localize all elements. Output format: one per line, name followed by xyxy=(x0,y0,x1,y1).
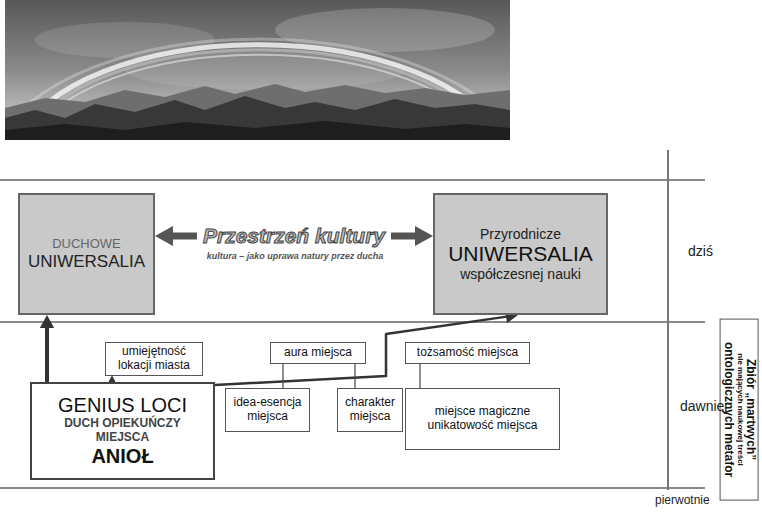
connector-arrow xyxy=(40,315,54,382)
node-text: DUCH OPIEKUŃCZY MIEJSCA xyxy=(58,417,188,445)
subtitle: kultura – jako uprawa natury przez ducha xyxy=(185,251,405,261)
level-label: pierwotnie xyxy=(655,494,710,508)
node-text: ANIOŁ xyxy=(91,445,153,468)
rainbow-photo xyxy=(5,0,510,140)
node-text: nie mających naukowej treści xyxy=(735,353,744,466)
concept-box: idea-esencja miejsca xyxy=(225,388,310,432)
connector-arrow xyxy=(355,364,356,388)
concept-box: charakter miejsca xyxy=(337,388,403,432)
category-box: DUCHOWEUNIWERSALIA xyxy=(18,193,155,315)
connector-arrow xyxy=(215,310,518,385)
genius-loci-box: GENIUS LOCIDUCH OPIEKUŃCZY MIEJSCAANIOŁ xyxy=(30,382,215,480)
category-box: PrzyrodniczeUNIWERSALIAwspółczesnej nauk… xyxy=(433,193,608,315)
node-text: Zbiór „martwych” xyxy=(743,358,756,459)
concept-box: tożsamość miejsca xyxy=(405,342,530,364)
concept-box: miejsce magiczneunikatowość miejsca xyxy=(405,388,560,450)
connector-arrow xyxy=(283,364,284,388)
node-text: GENIUS LOCI xyxy=(58,394,187,417)
concept-box: umiejętność lokacji miasta xyxy=(105,342,203,376)
edge-label: Przestrzeń kultury xyxy=(197,224,391,248)
node-text: aura miejsca xyxy=(284,346,352,360)
node-text: współczesnej nauki xyxy=(460,266,581,282)
node-text: umiejętność lokacji miasta xyxy=(109,345,199,373)
node-text: unikatowość miejsca xyxy=(427,419,537,433)
concept-box: aura miejsca xyxy=(270,342,366,364)
node-text: charakter miejsca xyxy=(341,396,399,424)
level-label: dziś xyxy=(688,243,713,259)
node-text: DUCHOWE xyxy=(52,237,121,252)
node-text: Przyrodnicze xyxy=(480,226,561,242)
node-text: tożsamość miejsca xyxy=(417,346,518,360)
node-text: miejsce magiczne xyxy=(435,405,530,419)
connector-arrow xyxy=(420,364,421,388)
node-text: idea-esencja miejsca xyxy=(229,396,306,424)
node-text: UNIWERSALIA xyxy=(448,242,593,266)
node-text: UNIWERSALIA xyxy=(28,252,145,272)
level-label: dawniej xyxy=(680,398,727,414)
